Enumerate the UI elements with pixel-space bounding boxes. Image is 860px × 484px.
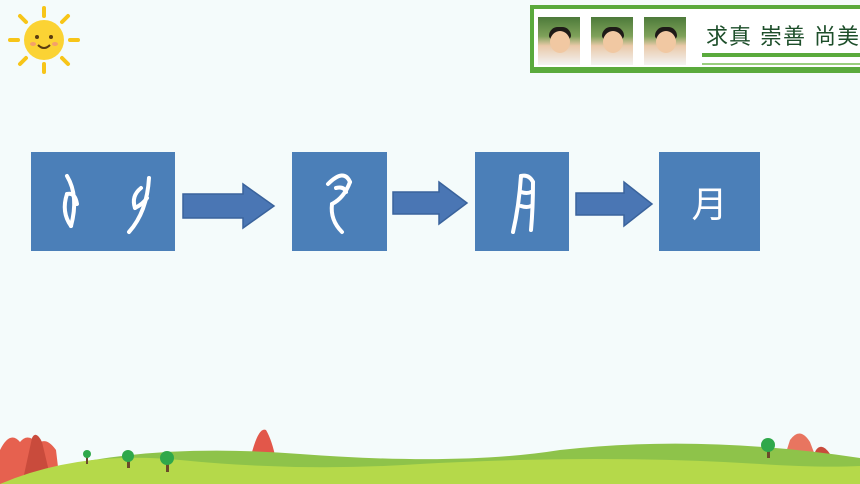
seal-script-moon-box [475, 152, 569, 251]
hills-landscape [0, 429, 860, 484]
banner-stripe-thin [702, 63, 860, 65]
bronze-script-moon-box [292, 152, 387, 251]
seal-script-moon-glyph [511, 173, 535, 234]
school-motto: 求真 崇善 尚美 [706, 25, 860, 50]
modern-moon-character-box: 月 [659, 152, 760, 251]
modern-moon-character: 月 [691, 184, 728, 226]
student-photo-1 [536, 15, 582, 67]
arrow-right-icon [575, 180, 654, 228]
student-photo-2 [589, 15, 635, 67]
bronze-script-moon-glyph [326, 173, 352, 234]
sun-icon [8, 6, 80, 74]
student-photo-3 [642, 15, 688, 67]
arrow-right-icon [182, 182, 276, 230]
banner-stripe [702, 53, 860, 57]
arrow-right-icon [392, 180, 469, 226]
oracle-bone-moon-box [31, 152, 175, 251]
school-banner: 求真 崇善 尚美 [530, 5, 860, 73]
oracle-bone-moon-glyphs [62, 174, 151, 234]
banner-panel: 求真 崇善 尚美 [534, 9, 860, 67]
